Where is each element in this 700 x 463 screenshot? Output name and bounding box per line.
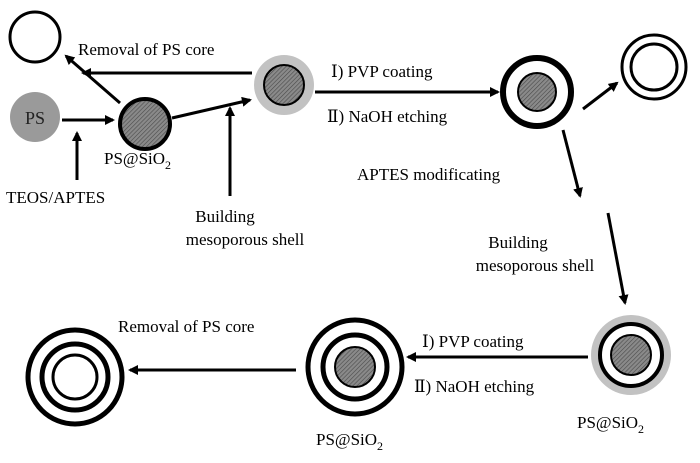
ps-sio2-top-label: PS@SiO2	[104, 149, 171, 172]
mesoporous-shell-core-top	[263, 64, 305, 106]
ps-sio2-bottom-right-label: PS@SiO2	[577, 413, 644, 436]
double-hollow-ring-inner	[629, 42, 679, 92]
building-shell-right-line2: mesoporous shell	[476, 256, 595, 275]
aptes-modificating-label: APTES modificating	[357, 165, 501, 184]
mesoporous-shell-core-bottom	[610, 334, 652, 376]
hollow-sphere-top-left	[8, 10, 62, 64]
pvp-coating-bottom-label: Ⅰ) PVP coating	[422, 332, 524, 351]
building-shell-left-line2: mesoporous shell	[186, 230, 305, 249]
ps-sio2-bottom-mid-label: PS@SiO2	[316, 430, 383, 453]
teos-aptes-label: TEOS/APTES	[6, 188, 105, 207]
ps-sio2-particle-top	[118, 97, 172, 151]
naoh-etching-top-label: Ⅱ) NaOH etching	[327, 107, 448, 126]
removal-bottom-label: Removal of PS core	[118, 317, 254, 336]
arrow-ps-sio2-to-hollow	[64, 54, 121, 105]
multishell-particle-core	[334, 346, 376, 388]
building-shell-left-line1: Building	[195, 207, 255, 226]
removal-top-label: Removal of PS core	[78, 40, 214, 59]
naoh-etching-bottom-label: Ⅱ) NaOH etching	[414, 377, 535, 396]
hollow-multishell-inner	[51, 353, 99, 401]
ps-label: PS	[25, 108, 45, 128]
pvp-coating-top-label: Ⅰ) PVP coating	[331, 62, 433, 81]
arrow-etched-to-double-ring	[582, 81, 619, 111]
arrow-ps-sio2-to-shell	[171, 96, 252, 120]
building-shell-right-line1: Building	[488, 233, 548, 252]
arrow-building-down-right	[606, 212, 629, 305]
arrow-etched-down	[561, 129, 583, 198]
ps-bead	[10, 92, 60, 142]
etched-particle-core	[517, 72, 557, 112]
